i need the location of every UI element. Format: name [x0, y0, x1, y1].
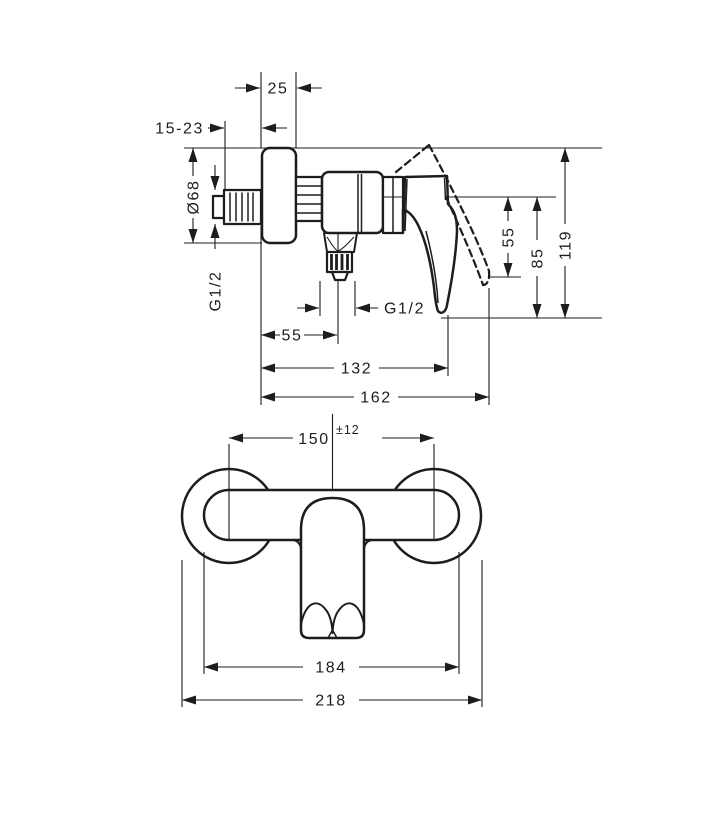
dim-label-85: 85 — [530, 248, 547, 269]
dim-label-55-horizontal: 55 — [282, 328, 303, 345]
dimension-wall-adjustment: 15-23 — [155, 121, 287, 138]
dim-label-150: 150 — [298, 431, 330, 448]
hex-nut-flat-lines — [296, 185, 322, 214]
outlet-cone — [323, 232, 358, 253]
wall-union-thread-lines — [229, 192, 254, 222]
dimension-outlet-thread: G1/2 — [297, 301, 425, 318]
dimension-overall-width-218: 218 — [182, 693, 482, 710]
escutcheon-side — [260, 146, 298, 245]
dimension-lever-drop-55: 55 — [501, 197, 518, 277]
wall-union-end-cap — [211, 194, 226, 220]
lever-inner-edge — [425, 230, 439, 304]
dim-label-tolerance: ±12 — [336, 423, 360, 437]
dim-label-184: 184 — [315, 660, 347, 677]
dim-label-diameter-68: Ø68 — [186, 179, 203, 214]
dim-label-25: 25 — [268, 81, 289, 98]
handle-bottom-curves — [300, 602, 365, 634]
dim-label-119: 119 — [558, 230, 575, 260]
front-view: 150 ±12 184 218 — [180, 414, 483, 710]
outlet-thread-bars — [330, 254, 349, 270]
dim-label-218: 218 — [315, 693, 347, 710]
dimension-height-119: 119 — [558, 148, 575, 318]
valve-body — [320, 170, 385, 235]
side-view: 25 15-23 Ø68 G1/2 G1/2 55 — [155, 72, 602, 407]
handle-fillet-left — [292, 539, 302, 550]
dim-label-55-vertical: 55 — [501, 227, 518, 248]
dim-label-162: 162 — [360, 390, 392, 407]
dim-label-15-23: 15-23 — [155, 121, 204, 138]
handle-bottom-notch — [327, 628, 338, 639]
dim-label-outlet-g12: G1/2 — [384, 301, 425, 318]
dimension-projection-132: 132 — [261, 361, 448, 378]
dimension-projection-162: 162 — [261, 390, 489, 407]
outlet-cone-curves — [326, 236, 355, 252]
dimension-height-85: 85 — [530, 197, 547, 318]
raised-lever-dashed — [394, 143, 491, 287]
dimension-escutcheon-depth: 25 — [235, 81, 322, 98]
dimension-wall-thread: G1/2 — [208, 165, 225, 312]
outlet-nipple — [330, 270, 350, 282]
handle-front — [299, 496, 366, 640]
hub-left-seam — [404, 178, 408, 232]
dimension-wall-to-outlet: 55 — [261, 328, 337, 345]
dim-label-132: 132 — [341, 361, 373, 378]
dimension-escutcheon-diameter: Ø68 — [186, 148, 203, 243]
hex-nut — [294, 175, 324, 223]
mixer-side-silhouette — [211, 146, 459, 314]
handle-fillet-right — [363, 539, 373, 550]
dim-label-wall-g12: G1/2 — [208, 270, 225, 311]
dimension-body-width-184: 184 — [204, 660, 459, 677]
dimension-connection-centers: 150 ±12 — [229, 423, 434, 448]
